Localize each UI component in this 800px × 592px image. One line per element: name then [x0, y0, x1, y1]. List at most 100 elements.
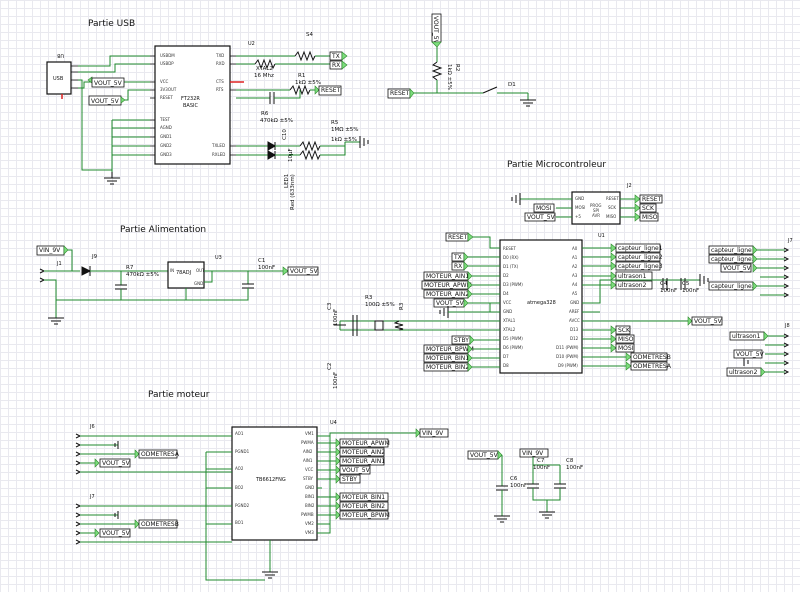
svg-text:PGND2: PGND2 [235, 503, 250, 508]
section-title-micro: Partie Microcontroleur [507, 160, 606, 170]
svg-text:BO1: BO1 [235, 520, 244, 525]
net-reset-u1: RESET [448, 234, 468, 241]
svg-text:AREF: AREF [569, 309, 580, 314]
net-label-vin-9v-motor [419, 428, 449, 438]
svg-text:USBDM: USBDM [160, 53, 175, 58]
u1-ref: U1 [598, 233, 605, 239]
net-label-sck-j2 [639, 203, 657, 213]
svg-text:D7: D7 [503, 354, 509, 359]
r2-ref: XTAL2 [256, 66, 273, 72]
micro-section: J2 PROG SPI AVR GND MOSI +5 RESET SCK MI… [327, 183, 793, 389]
svg-text:PWMB: PWMB [301, 512, 314, 517]
svg-text:PWMA: PWMA [301, 440, 314, 445]
j7-ref: J7 [89, 494, 95, 500]
r5-ref: R3 [399, 302, 405, 310]
d1-ref: J9 [91, 254, 98, 260]
r4-value: 1kΩ ±5% [446, 64, 452, 90]
net-motor-bin2-u1: MOTEUR_BIN2 [426, 364, 469, 371]
led2 [267, 150, 277, 160]
net-label-vout-5v-power [287, 266, 319, 276]
net-label-vout-5v-j9 [733, 349, 763, 359]
net-reset-j2: RESET [642, 196, 662, 203]
net-sck-j2: SCK [642, 205, 655, 212]
c10-ref: C8 [566, 458, 574, 464]
svg-text:OUT: OUT [196, 268, 205, 273]
r2-value: 16 Mhz [254, 73, 274, 79]
section-title-usb: Partie USB [88, 19, 135, 29]
svg-text:A5: A5 [572, 291, 578, 296]
r3-ref: R1 [298, 73, 305, 79]
svg-text:RTS: RTS [216, 87, 224, 92]
net-motor-ain2-u1: MOTEUR_AIN2 [426, 291, 469, 298]
led1-value: 10µF [288, 148, 294, 162]
net-vin-9v-power: VIN_9V [39, 247, 61, 254]
net-label-vout-5v-j8 [720, 263, 752, 273]
svg-text:AO1: AO1 [235, 431, 244, 436]
net-motor-apwm-u4: MOTEUR_APWM [342, 440, 390, 447]
net-cl1-u1: capteur_ligne1 [618, 245, 663, 252]
svg-text:GND: GND [194, 281, 203, 286]
net-cl3-j8: capteur_ligne3 [711, 256, 756, 263]
net-label-reset-j2 [639, 194, 663, 204]
net-vout-5v-usb2: VOUT_5V [91, 98, 120, 105]
svg-text:TXLED: TXLED [211, 143, 225, 148]
net-us1-j9: ultrason1 [732, 333, 761, 340]
u2-ref: U2 [248, 41, 255, 47]
j6-ref: J6 [89, 424, 95, 430]
chip-u2-ft232r [154, 45, 231, 165]
net-vout-5v-power: VOUT_5V [290, 268, 319, 275]
svg-text:PGND1: PGND1 [235, 449, 250, 454]
c10-value: 100nF [566, 465, 583, 471]
svg-text:SPI: SPI [593, 208, 599, 213]
chip-u4-tb6612fng [231, 426, 318, 541]
net-vout-5v-reset: VOUT_5V [432, 16, 439, 45]
net-label-ultrason2-u1 [615, 280, 653, 290]
svg-text:D12: D12 [570, 336, 579, 341]
svg-text:A4: A4 [572, 282, 578, 287]
u1-name: atmega328 [527, 300, 556, 306]
net-label-motor-bin1-u4 [339, 492, 389, 502]
c4-ref: C2 [327, 363, 333, 370]
net-vout-5v-j2: VOUT_5V [527, 214, 556, 221]
svg-text:AIN1: AIN1 [303, 458, 313, 463]
c9-ref: C7 [537, 458, 545, 464]
net-label-odometresa-u1 [630, 361, 668, 371]
svg-text:BO2: BO2 [235, 485, 244, 490]
net-label-odometresa-j6 [138, 449, 178, 459]
net-label-vout-5v-usb1 [91, 77, 125, 88]
net-sck-u1: SCK [618, 327, 631, 334]
s4-ref: D1 [508, 82, 516, 88]
svg-text:GND: GND [305, 485, 314, 490]
net-vout-5v-u4: VOUT_5V [342, 467, 371, 474]
svg-text:VCC: VCC [305, 467, 314, 472]
c3-value: 100nF [258, 265, 275, 271]
svg-text:RXLED: RXLED [212, 152, 225, 157]
net-label-vout-5v-avcc [691, 316, 723, 326]
net-vin-9v-motor: VIN_9V [422, 430, 444, 437]
u2-pins: USBDM USBDP VCC 3V3OUT RESET TEST AGND G… [150, 53, 244, 157]
motor-section: U4 TB6612FNG AO1 PGND1 AO2 BO2 PGND2 BO1… [75, 420, 583, 581]
net-label-motor-apwm-u4 [339, 438, 389, 448]
net-label-motor-bpwm-u4 [339, 510, 389, 520]
crystal-xtal2 [374, 320, 384, 331]
u3-name: 78ADJ [176, 270, 191, 276]
u1-pins: RESET D0 (RX) D1 (TX) D2 D3 (PWM) D4 VCC… [503, 246, 580, 368]
u3-ref: U3 [215, 255, 222, 261]
svg-text:VM2: VM2 [305, 521, 314, 526]
net-miso-j2: MISO [642, 214, 658, 221]
c2-value: 470kΩ ±5% [126, 272, 159, 278]
svg-text:STBY: STBY [303, 476, 314, 481]
svg-text:AVCC: AVCC [569, 318, 580, 323]
net-label-motor-ain2-u4 [339, 447, 385, 457]
net-motor-ain1-u1: MOTEUR_AIN1 [426, 273, 469, 280]
led2-value: Red (633nm) [290, 174, 296, 210]
u4-ref: U4 [330, 420, 337, 426]
svg-text:GND1: GND1 [160, 134, 172, 139]
j2-name: PROG [590, 203, 601, 208]
xtal-value: 100Ω ±5% [365, 302, 395, 308]
r6-value: 1kΩ ±5% [331, 137, 357, 143]
net-label-sck-u1 [615, 325, 631, 335]
r3-value: 1kΩ ±5% [295, 80, 321, 86]
svg-text:D8: D8 [503, 363, 509, 368]
